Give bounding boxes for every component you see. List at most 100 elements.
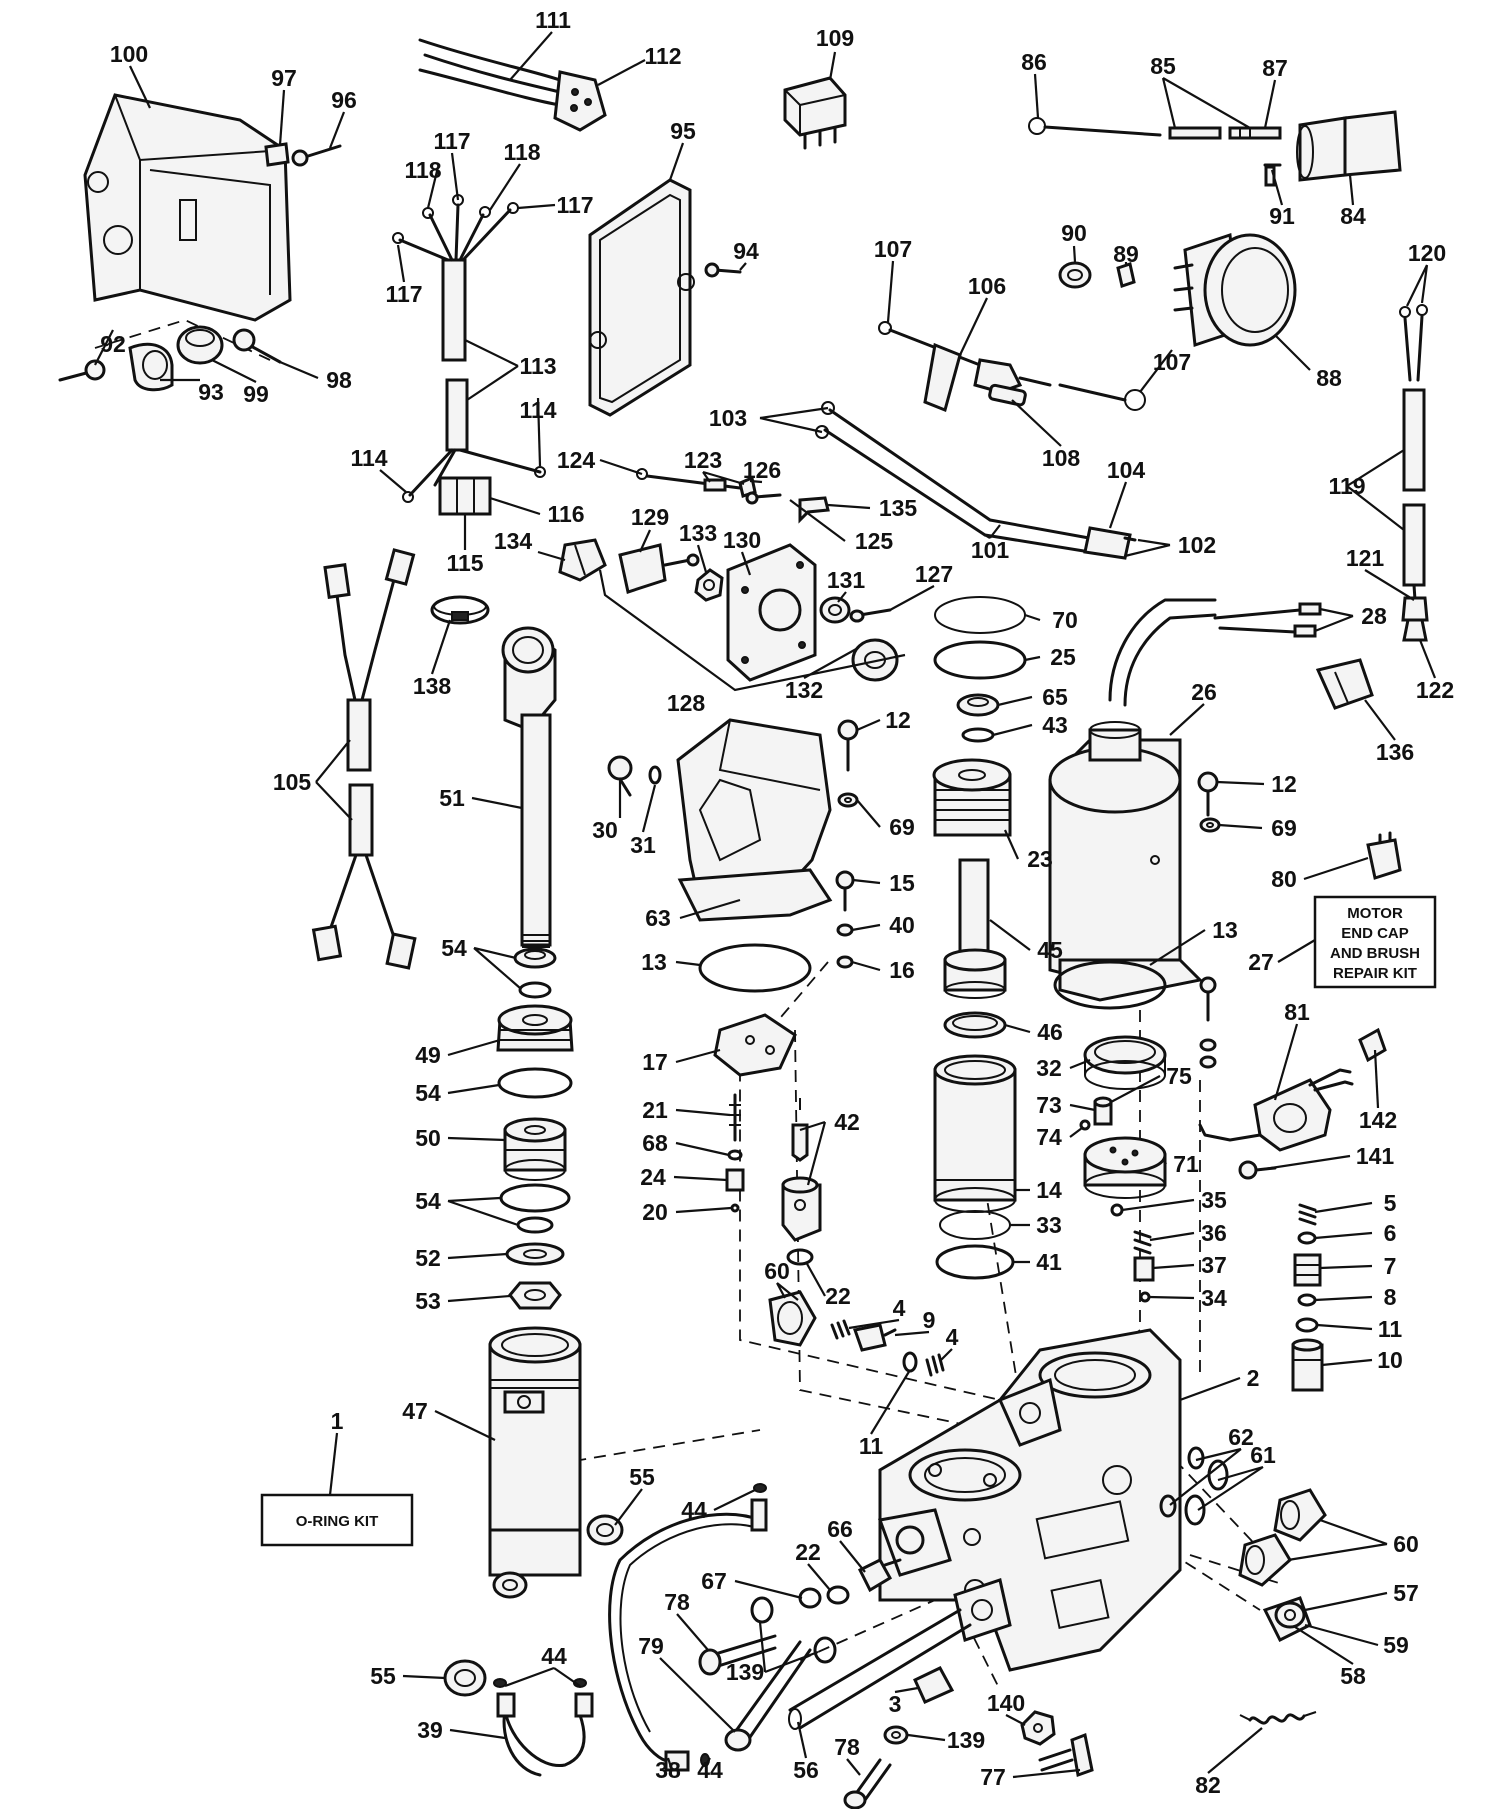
callout-c4b: 4 <box>946 1324 959 1350</box>
plate-17 <box>713 1013 797 1077</box>
callout-c113: 113 <box>519 353 556 379</box>
pump-motor-26 <box>1048 598 1217 1002</box>
oring-43 <box>961 727 995 743</box>
callout-c17: 17 <box>642 1049 668 1075</box>
callout-c73: 73 <box>1036 1092 1062 1118</box>
callout-c13a: 13 <box>641 949 667 975</box>
callout-c81: 81 <box>1284 999 1310 1025</box>
callout-c40: 40 <box>889 912 915 938</box>
motor-leads-28 <box>1213 602 1322 638</box>
group-bracket-128 <box>598 569 906 692</box>
callout-c116: 116 <box>547 501 584 527</box>
bulb-89 <box>1116 262 1136 288</box>
callout-c101: 101 <box>971 537 1010 563</box>
callout-c12a: 12 <box>885 707 911 733</box>
tube-39 <box>496 1692 594 1777</box>
callout-c141: 141 <box>1356 1143 1395 1169</box>
washer-40 <box>836 923 854 937</box>
callout-c102: 102 <box>1178 532 1216 558</box>
wire-107b <box>1058 383 1146 411</box>
callout-c10: 10 <box>1377 1347 1403 1373</box>
spring-36 <box>1133 1230 1152 1255</box>
clip-135 <box>798 496 830 524</box>
callout-c11b: 11 <box>859 1433 884 1459</box>
callout-c111: 111 <box>535 7 571 33</box>
callout-c84: 84 <box>1340 203 1366 229</box>
screw-141 <box>1238 1160 1277 1180</box>
washer-16 <box>836 955 854 969</box>
callout-c69b: 69 <box>1271 815 1297 841</box>
motor-kit-line1: MOTOR <box>1347 905 1403 922</box>
fitting-66 <box>857 1558 902 1593</box>
callout-c92: 92 <box>100 331 126 357</box>
callout-c134: 134 <box>494 528 533 554</box>
callout-c128: 128 <box>667 690 706 716</box>
callout-c139a: 139 <box>726 1659 764 1685</box>
callout-c43: 43 <box>1042 712 1068 738</box>
nut-133 <box>694 568 724 602</box>
ball-35 <box>1110 1203 1124 1217</box>
screw-125 <box>745 491 782 505</box>
callout-c26: 26 <box>1191 679 1217 705</box>
washers-139 <box>750 1596 909 1745</box>
callout-c80: 80 <box>1271 866 1297 892</box>
ball-74 <box>1079 1119 1091 1131</box>
callout-c75: 75 <box>1166 1063 1192 1089</box>
callout-c126: 126 <box>743 457 781 483</box>
callout-c139b: 139 <box>947 1727 985 1753</box>
callout-c44b: 44 <box>541 1643 567 1669</box>
callout-c55b: 55 <box>370 1663 396 1689</box>
callout-c119: 119 <box>1328 473 1365 499</box>
clip-97 <box>264 142 290 167</box>
oring-8 <box>1297 1293 1317 1307</box>
ball-34 <box>1139 1291 1151 1303</box>
callout-c2: 2 <box>1247 1365 1260 1391</box>
callout-c36: 36 <box>1201 1220 1227 1246</box>
callout-c23: 23 <box>1027 846 1053 872</box>
harness-119 <box>1399 304 1429 622</box>
callout-c55a: 55 <box>629 1464 655 1490</box>
callout-c121: 121 <box>1346 545 1385 571</box>
valve-60a <box>768 1290 817 1347</box>
callout-c103: 103 <box>709 405 747 431</box>
spring-4a <box>830 1319 851 1340</box>
bolt-78b <box>843 1758 892 1809</box>
bolt-78a <box>698 1634 777 1676</box>
callout-c118a: 118 <box>404 157 441 183</box>
callout-c86: 86 <box>1021 49 1047 75</box>
callout-c77: 77 <box>980 1764 1006 1790</box>
screw-15 <box>835 870 855 912</box>
oring-kit-label: O-RING KIT <box>296 1513 379 1530</box>
callout-c34: 34 <box>1201 1285 1227 1311</box>
screw-98 <box>232 328 282 364</box>
washer-52 <box>505 1242 565 1266</box>
callout-c25: 25 <box>1050 644 1076 670</box>
callout-c58: 58 <box>1340 1663 1366 1689</box>
oring-31 <box>648 765 662 785</box>
plug-142 <box>1358 1027 1387 1063</box>
callout-c108: 108 <box>1042 445 1081 471</box>
callout-c71: 71 <box>1173 1151 1199 1177</box>
callout-c47: 47 <box>402 1398 428 1424</box>
callout-c22b: 22 <box>795 1539 821 1565</box>
callout-c99: 99 <box>243 381 269 407</box>
screw-127 <box>849 608 892 623</box>
ring-46 <box>943 1011 1007 1039</box>
connector-80 <box>1366 831 1402 880</box>
callout-c59: 59 <box>1383 1632 1409 1658</box>
callout-c60a: 60 <box>764 1258 790 1284</box>
callout-c53: 53 <box>415 1288 441 1314</box>
callout-c13b: 13 <box>1212 917 1238 943</box>
callout-c120: 120 <box>1408 240 1446 266</box>
callout-c136: 136 <box>1376 739 1414 765</box>
trim-gauge-88 <box>1173 232 1297 348</box>
callout-c9: 9 <box>923 1307 936 1333</box>
pin-79 <box>724 1640 812 1752</box>
trim-cylinder-47 <box>488 1326 582 1599</box>
oring-11b <box>1295 1317 1319 1333</box>
nut-53 <box>508 1281 562 1310</box>
clamp-93 <box>128 342 174 392</box>
callout-c90: 90 <box>1061 220 1087 246</box>
callout-c61: 61 <box>1250 1442 1276 1468</box>
